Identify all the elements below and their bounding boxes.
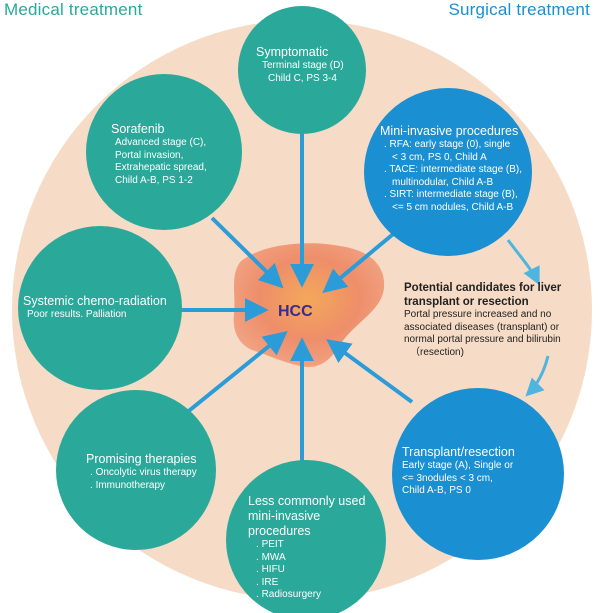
node-mini-invasive-line: < 3 cm, PS 0, Child A bbox=[392, 151, 487, 163]
arrow-from-mini-invasive bbox=[322, 228, 400, 294]
node-mini-invasive-line: <= 5 cm nodules, Child A-B bbox=[392, 201, 514, 213]
candidates-line: Portal pressure increased and no bbox=[404, 309, 552, 320]
candidates-note: Potential candidates for liver transplan… bbox=[404, 281, 600, 359]
node-mini-invasive-title: Mini-invasive procedures bbox=[380, 124, 519, 138]
node-symptomatic-title: Symptomatic bbox=[256, 45, 329, 59]
node-systemic: Systemic chemo-radiation Poor results. P… bbox=[23, 294, 183, 322]
node-symptomatic-line: Child C, PS 3-4 bbox=[268, 72, 337, 84]
node-less-common-item: Radiosurgery bbox=[248, 589, 378, 602]
node-transplant-line: Early stage (A), Single or bbox=[402, 460, 514, 471]
node-promising-item: Immunotherapy bbox=[86, 480, 216, 493]
node-transplant-line: <= 3nodules < 3 cm, bbox=[402, 472, 493, 484]
medical-treatment-header: Medical treatment bbox=[4, 0, 143, 19]
arrow-from-promising bbox=[178, 330, 288, 420]
hcc-label: HCC bbox=[278, 303, 313, 320]
node-less-common-item: IRE bbox=[248, 577, 378, 590]
arrow-from-sorafenib bbox=[210, 216, 284, 289]
arrow-to-candidates bbox=[506, 239, 540, 286]
node-mini-invasive-line: . TACE: intermediate stage (B), bbox=[384, 164, 523, 175]
node-less-common-item: PEIT bbox=[248, 539, 378, 552]
node-mini-invasive: Mini-invasive procedures . RFA: early st… bbox=[380, 124, 532, 214]
node-mini-invasive-circle bbox=[364, 88, 532, 256]
candidates-line: associated diseases (transplant) or bbox=[404, 321, 560, 333]
node-symptomatic-line: Terminal stage (D) bbox=[262, 60, 344, 71]
candidates-line: normal portal pressure and bilirubin bbox=[404, 334, 561, 345]
candidates-line: （resection) bbox=[410, 346, 464, 358]
node-less-common: Less commonly used mini-invasive procedu… bbox=[248, 494, 378, 602]
node-transplant-title: Transplant/resection bbox=[402, 445, 515, 459]
node-sorafenib-title: Sorafenib bbox=[111, 122, 165, 136]
node-systemic-line: Poor results. Palliation bbox=[27, 309, 127, 320]
node-systemic-title: Systemic chemo-radiation bbox=[23, 294, 167, 308]
node-transplant: Transplant/resection Early stage (A), Si… bbox=[402, 445, 552, 498]
node-promising-title: Promising therapies bbox=[86, 452, 197, 466]
node-mini-invasive-line: . RFA: early stage (0), single bbox=[384, 139, 511, 150]
node-mini-invasive-line: multinodular, Child A-B bbox=[392, 176, 494, 188]
node-sorafenib-circle bbox=[86, 74, 242, 230]
node-less-common-item: MWA bbox=[248, 552, 378, 565]
node-symptomatic-circle bbox=[238, 6, 366, 134]
node-less-common-item: HIFU bbox=[248, 564, 378, 577]
node-promising-item: Oncolytic virus therapy bbox=[86, 467, 216, 480]
node-sorafenib-line: Portal invasion, bbox=[115, 149, 184, 161]
node-symptomatic: Symptomatic Terminal stage (D) Child C, … bbox=[256, 45, 366, 85]
node-sorafenib: Sorafenib Advanced stage (C), Portal inv… bbox=[111, 122, 221, 187]
node-sorafenib-line: Child A-B, PS 1-2 bbox=[115, 174, 193, 186]
node-mini-invasive-line: . SIRT: intermediate stage (B), bbox=[384, 189, 518, 200]
node-sorafenib-line: Advanced stage (C), bbox=[115, 137, 207, 148]
node-transplant-circle bbox=[392, 388, 564, 560]
node-systemic-circle bbox=[18, 226, 182, 390]
node-sorafenib-line: Extrahepatic spread, bbox=[115, 162, 207, 173]
node-promising: Promising therapies Oncolytic virus ther… bbox=[86, 452, 216, 492]
node-transplant-line: Child A-B, PS 0 bbox=[402, 485, 471, 496]
candidates-title: Potential candidates for liver transplan… bbox=[404, 282, 562, 308]
arrow-from-transplant bbox=[326, 339, 414, 404]
arrow-to-transplant bbox=[525, 355, 550, 397]
node-less-common-title: Less commonly used mini-invasive procedu… bbox=[248, 494, 366, 538]
surgical-treatment-header: Surgical treatment bbox=[448, 0, 590, 19]
